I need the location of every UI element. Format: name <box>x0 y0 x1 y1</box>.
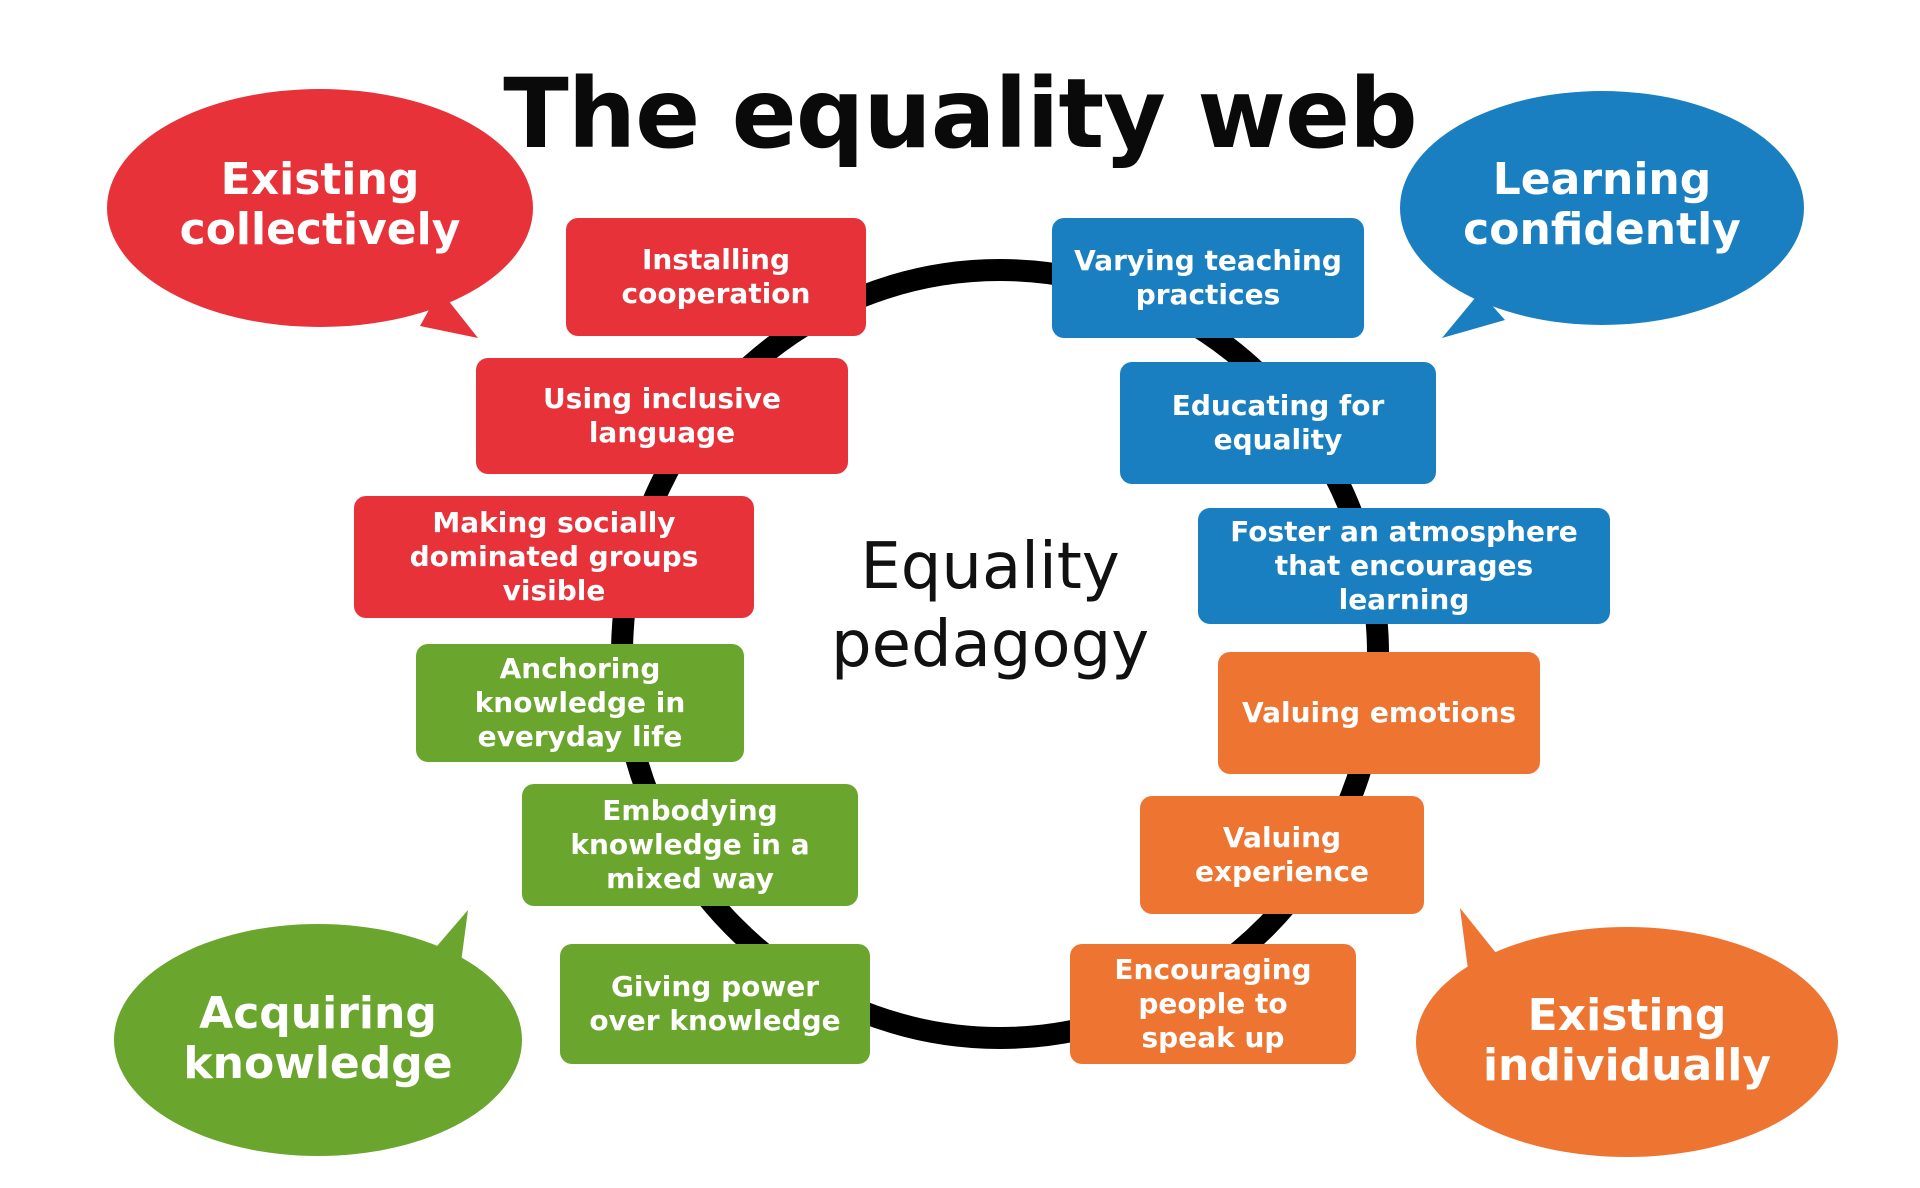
box-label: Foster an atmosphere that encourages lea… <box>1230 515 1578 616</box>
box-installing-cooperation: Installing cooperation <box>566 218 866 336</box>
bubble-learning-confidently <box>1400 91 1804 338</box>
box-valuing-experience: Valuing experience <box>1140 796 1424 914</box>
diagram-title: The equality web <box>503 58 1418 170</box>
box-embodying-knowledge: Embodying knowledge in a mixed way <box>522 784 858 906</box>
box-using-inclusive-language: Using inclusive language <box>476 358 848 474</box>
center-label-line2: pedagogy <box>830 608 1150 682</box>
center-label: Equality pedagogy <box>780 528 1200 684</box>
box-making-groups-visible: Making socially dominated groups visible <box>354 496 754 618</box>
box-giving-power: Giving power over knowledge <box>560 944 870 1064</box>
center-label-line1: Equality <box>860 530 1120 604</box>
box-educating-equality: Educating for equality <box>1120 362 1436 484</box>
box-foster-atmosphere: Foster an atmosphere that encourages lea… <box>1198 508 1610 624</box>
bubble-text-existing-collectively: Existing collectively <box>179 154 461 255</box>
box-label: Encouraging people to speak up <box>1114 953 1312 1054</box>
box-label: Embodying knowledge in a mixed way <box>570 794 810 895</box>
bubble-existing-collectively <box>107 89 533 338</box>
box-valuing-emotions: Valuing emotions <box>1218 652 1540 774</box>
box-label: Varying teaching practices <box>1074 244 1342 311</box>
box-encouraging-speak: Encouraging people to speak up <box>1070 944 1356 1064</box>
bubble-text-acquiring-knowledge: Acquiring knowledge <box>183 988 453 1089</box>
box-label: Educating for equality <box>1171 389 1385 456</box>
box-anchoring-knowledge: Anchoring knowledge in everyday life <box>416 644 744 762</box>
bubble-text-existing-individually: Existing individually <box>1482 990 1772 1091</box>
box-label: Anchoring knowledge in everyday life <box>474 652 686 753</box>
bubble-existing-individually <box>1416 908 1838 1157</box>
box-label: Making socially dominated groups visible <box>409 506 699 607</box>
box-label: Installing cooperation <box>621 243 811 310</box>
bubble-text-learning-confidently: Learning confidently <box>1463 154 1741 255</box>
box-label: Valuing experience <box>1194 821 1369 888</box>
box-label: Valuing emotions <box>1241 696 1517 729</box>
box-label: Using inclusive language <box>543 382 781 449</box>
box-label: Giving power over knowledge <box>589 970 841 1037</box>
box-varying-teaching: Varying teaching practices <box>1052 218 1364 338</box>
bubble-acquiring-knowledge <box>114 910 522 1156</box>
